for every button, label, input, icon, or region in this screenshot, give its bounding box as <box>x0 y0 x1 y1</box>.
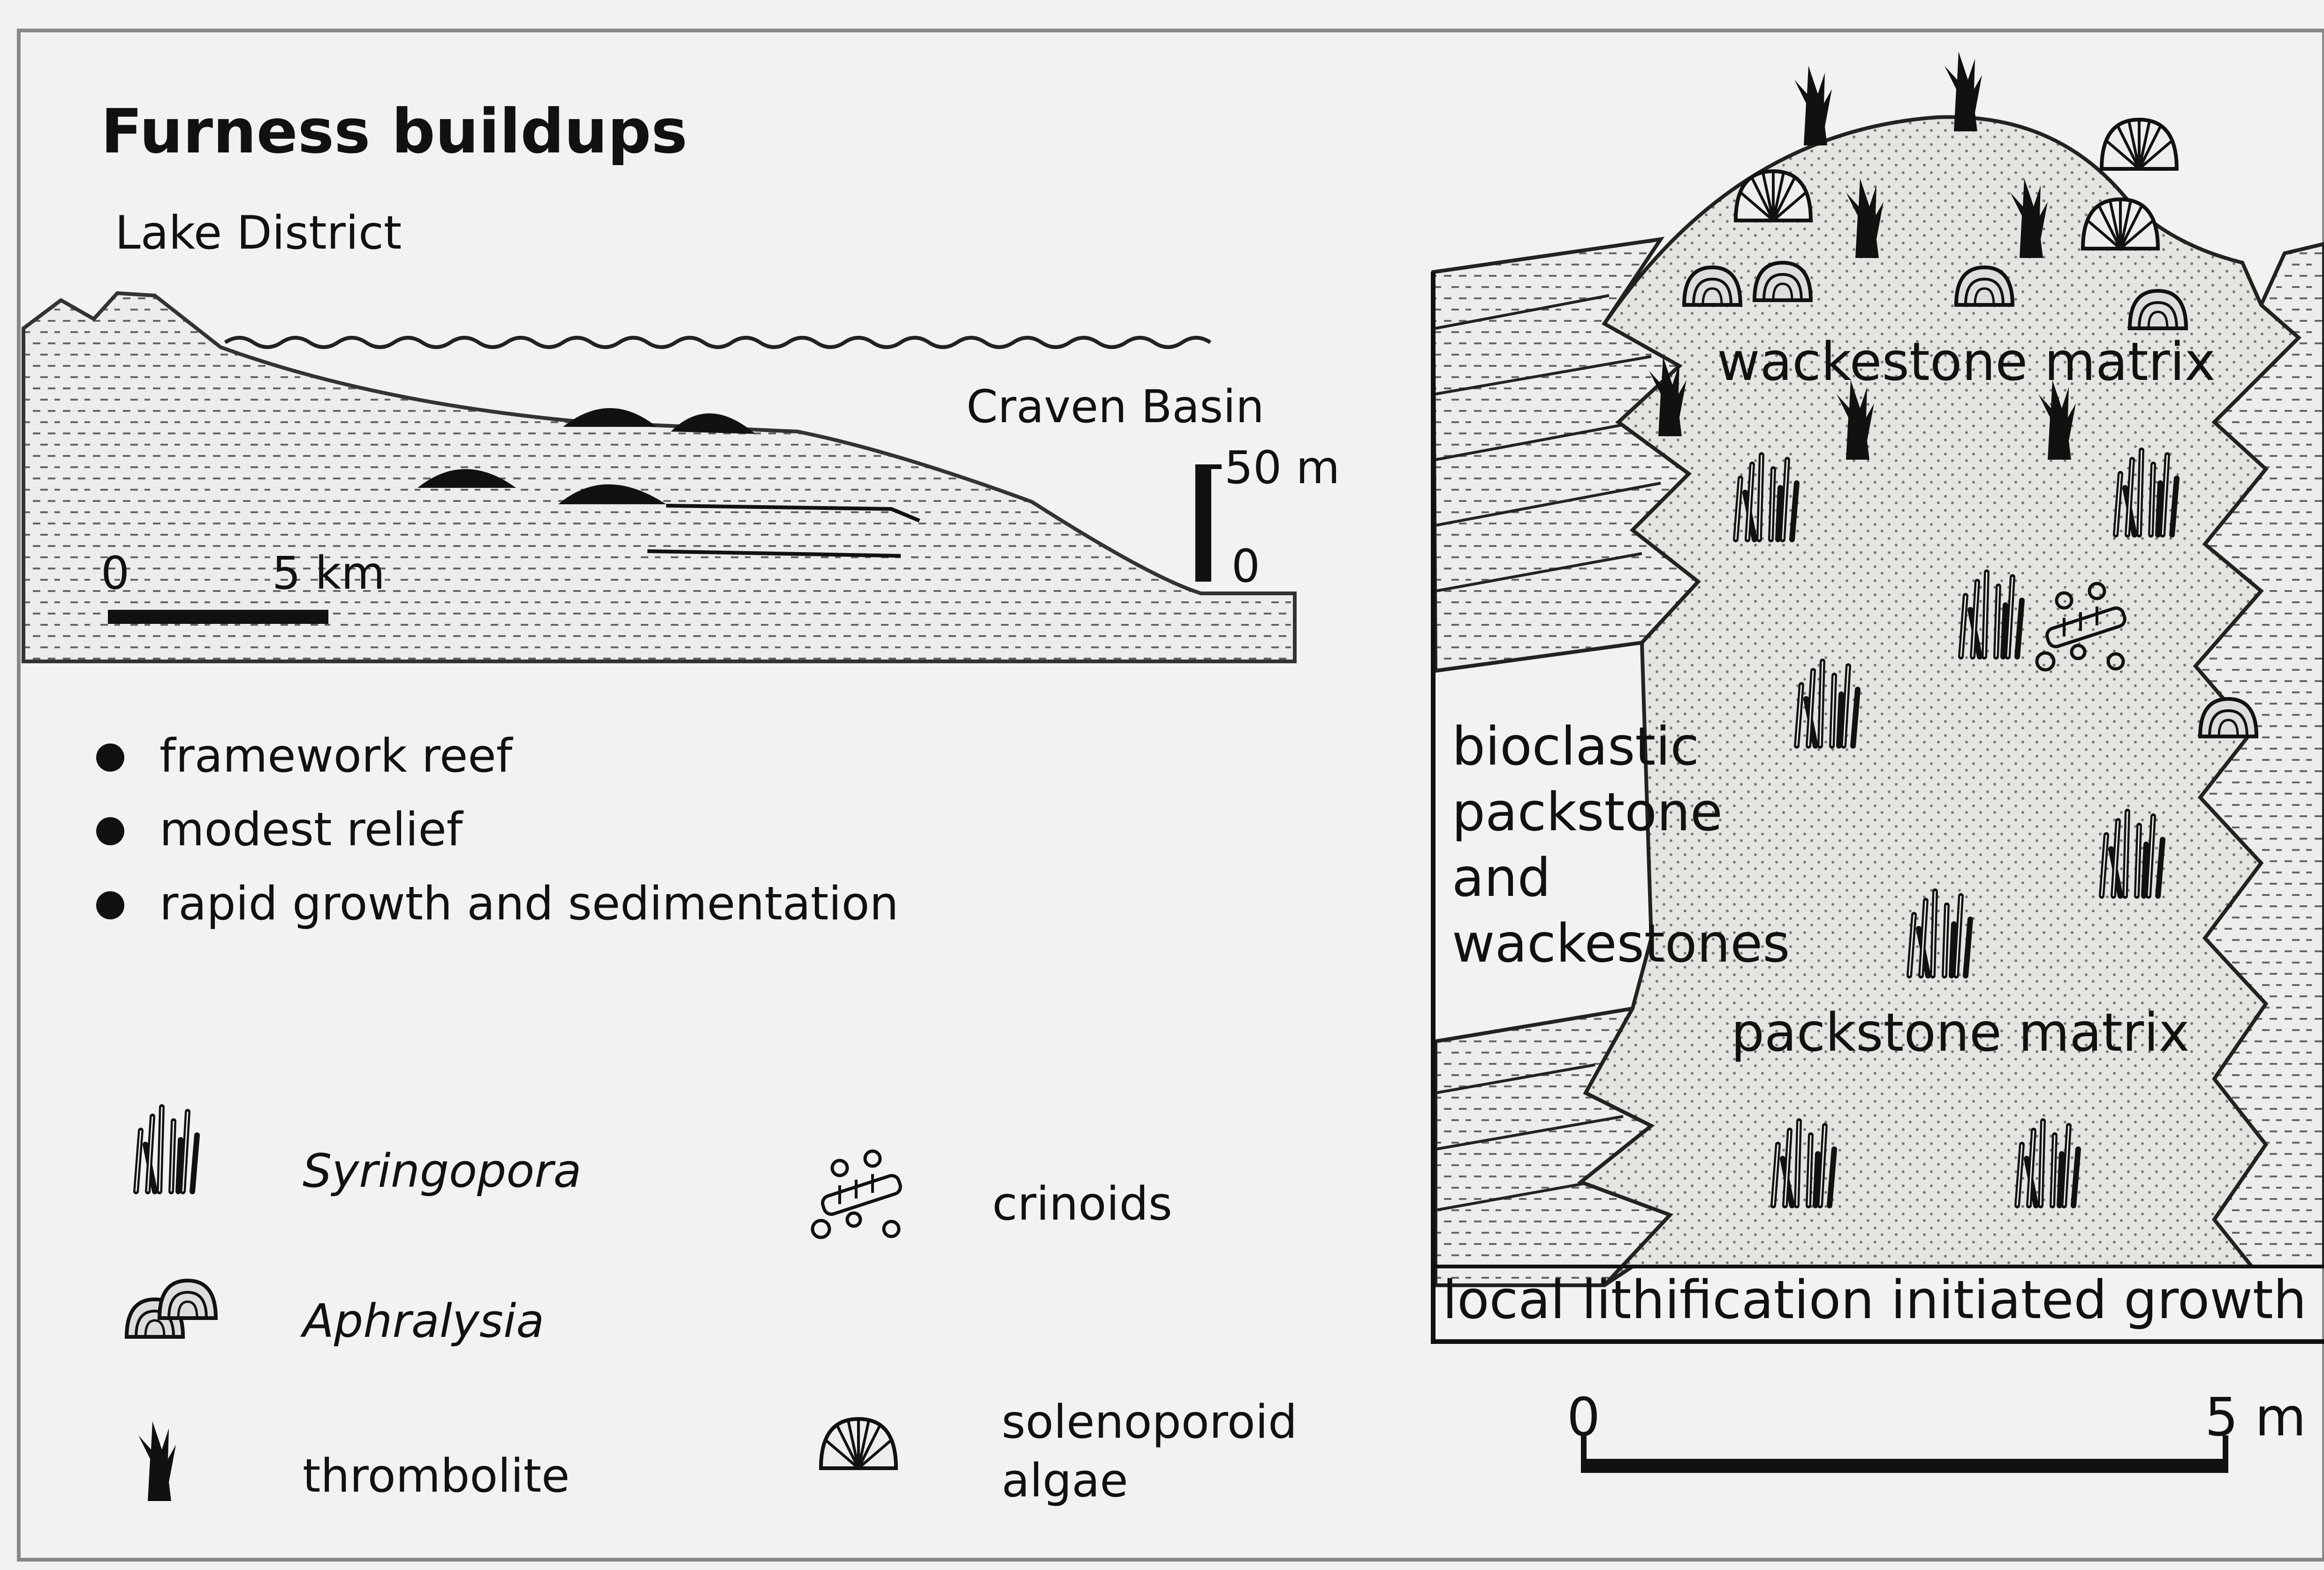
key-solenoporoid: solenoporoid <box>1002 1396 1297 1449</box>
reef-scale-bar <box>1581 1459 2228 1473</box>
horizontal-scale-end: 5 km <box>272 547 385 599</box>
bullet-item: framework reef <box>159 729 514 783</box>
regional-cross-section: 50 m 0 Craven Basin 0 5 km <box>23 293 1340 661</box>
flank-label-line3: and <box>1452 848 1551 909</box>
key-aphralysia: Aphralysia <box>300 1295 544 1348</box>
sea-surface-waves <box>225 338 1210 347</box>
buildup-mound-1 <box>563 408 657 427</box>
key-solenoporoid-algae: algae <box>1002 1454 1128 1508</box>
vertical-scale-bottom: 0 <box>1231 540 1260 592</box>
region-label: Lake District <box>115 206 402 260</box>
key-crinoids: crinoids <box>992 1177 1172 1231</box>
bullet-icon <box>96 891 124 919</box>
vertical-scale-top: 50 m <box>1224 441 1340 494</box>
crinoids-icon <box>813 1151 902 1237</box>
aphralysia-icon <box>2130 291 2186 328</box>
solenoporoid-icon <box>2102 120 2177 169</box>
horizontal-scale-start: 0 <box>101 547 129 599</box>
vertical-scale-tick <box>1211 464 1222 469</box>
thrombolite-icon <box>138 1421 176 1501</box>
bullet-item: rapid growth and sedimentation <box>159 877 899 931</box>
thrombolite-icon <box>1794 66 1832 145</box>
solenoporoid-icon <box>1736 171 1811 220</box>
key-thrombolite: thrombolite <box>303 1449 570 1503</box>
syringopora-icon <box>136 1107 197 1191</box>
packstone-matrix-label: packstone matrix <box>1731 1002 2190 1063</box>
aphralysia-icon <box>1754 263 1811 300</box>
key-syringopora: Syringopora <box>303 1145 582 1198</box>
vertical-scale-bar <box>1195 464 1211 582</box>
aphralysia-icon <box>159 1281 216 1318</box>
bullet-list: framework reef modest relief rapid growt… <box>96 729 899 931</box>
reef-cross-section: wackestone matrix bioclastic packstone a… <box>1433 52 2324 1473</box>
wackestone-matrix-label: wackestone matrix <box>1717 332 2216 393</box>
reef-scale-tick-left <box>1581 1435 1587 1473</box>
flank-label-line1: bioclastic <box>1452 716 1699 777</box>
horizontal-scale-bar <box>108 610 328 624</box>
base-caption: local lithification initiated growth <box>1443 1270 2307 1331</box>
aphralysia-icon <box>1956 267 2013 305</box>
aphralysia-icon <box>1684 267 1740 305</box>
bullet-icon <box>96 817 124 845</box>
aphralysia-icon <box>2200 699 2256 736</box>
buildup-mound-2 <box>671 413 755 434</box>
flank-label-line2: packstone <box>1452 782 1723 843</box>
bullet-item: modest relief <box>159 803 464 857</box>
basin-label: Craven Basin <box>966 380 1264 433</box>
flank-label-line4: wackestones <box>1452 913 1790 974</box>
solenoporoid-icon <box>2083 199 2158 249</box>
bullet-icon <box>96 743 124 772</box>
figure-title: Furness buildups <box>101 96 688 167</box>
fossil-key: Syringopora Aphralysia thrombolite crino… <box>127 1107 1297 1508</box>
reef-scale-end: 5 m <box>2205 1387 2306 1448</box>
solenoporoid-icon <box>821 1419 896 1468</box>
reef-scale-tick-right <box>2223 1435 2228 1473</box>
